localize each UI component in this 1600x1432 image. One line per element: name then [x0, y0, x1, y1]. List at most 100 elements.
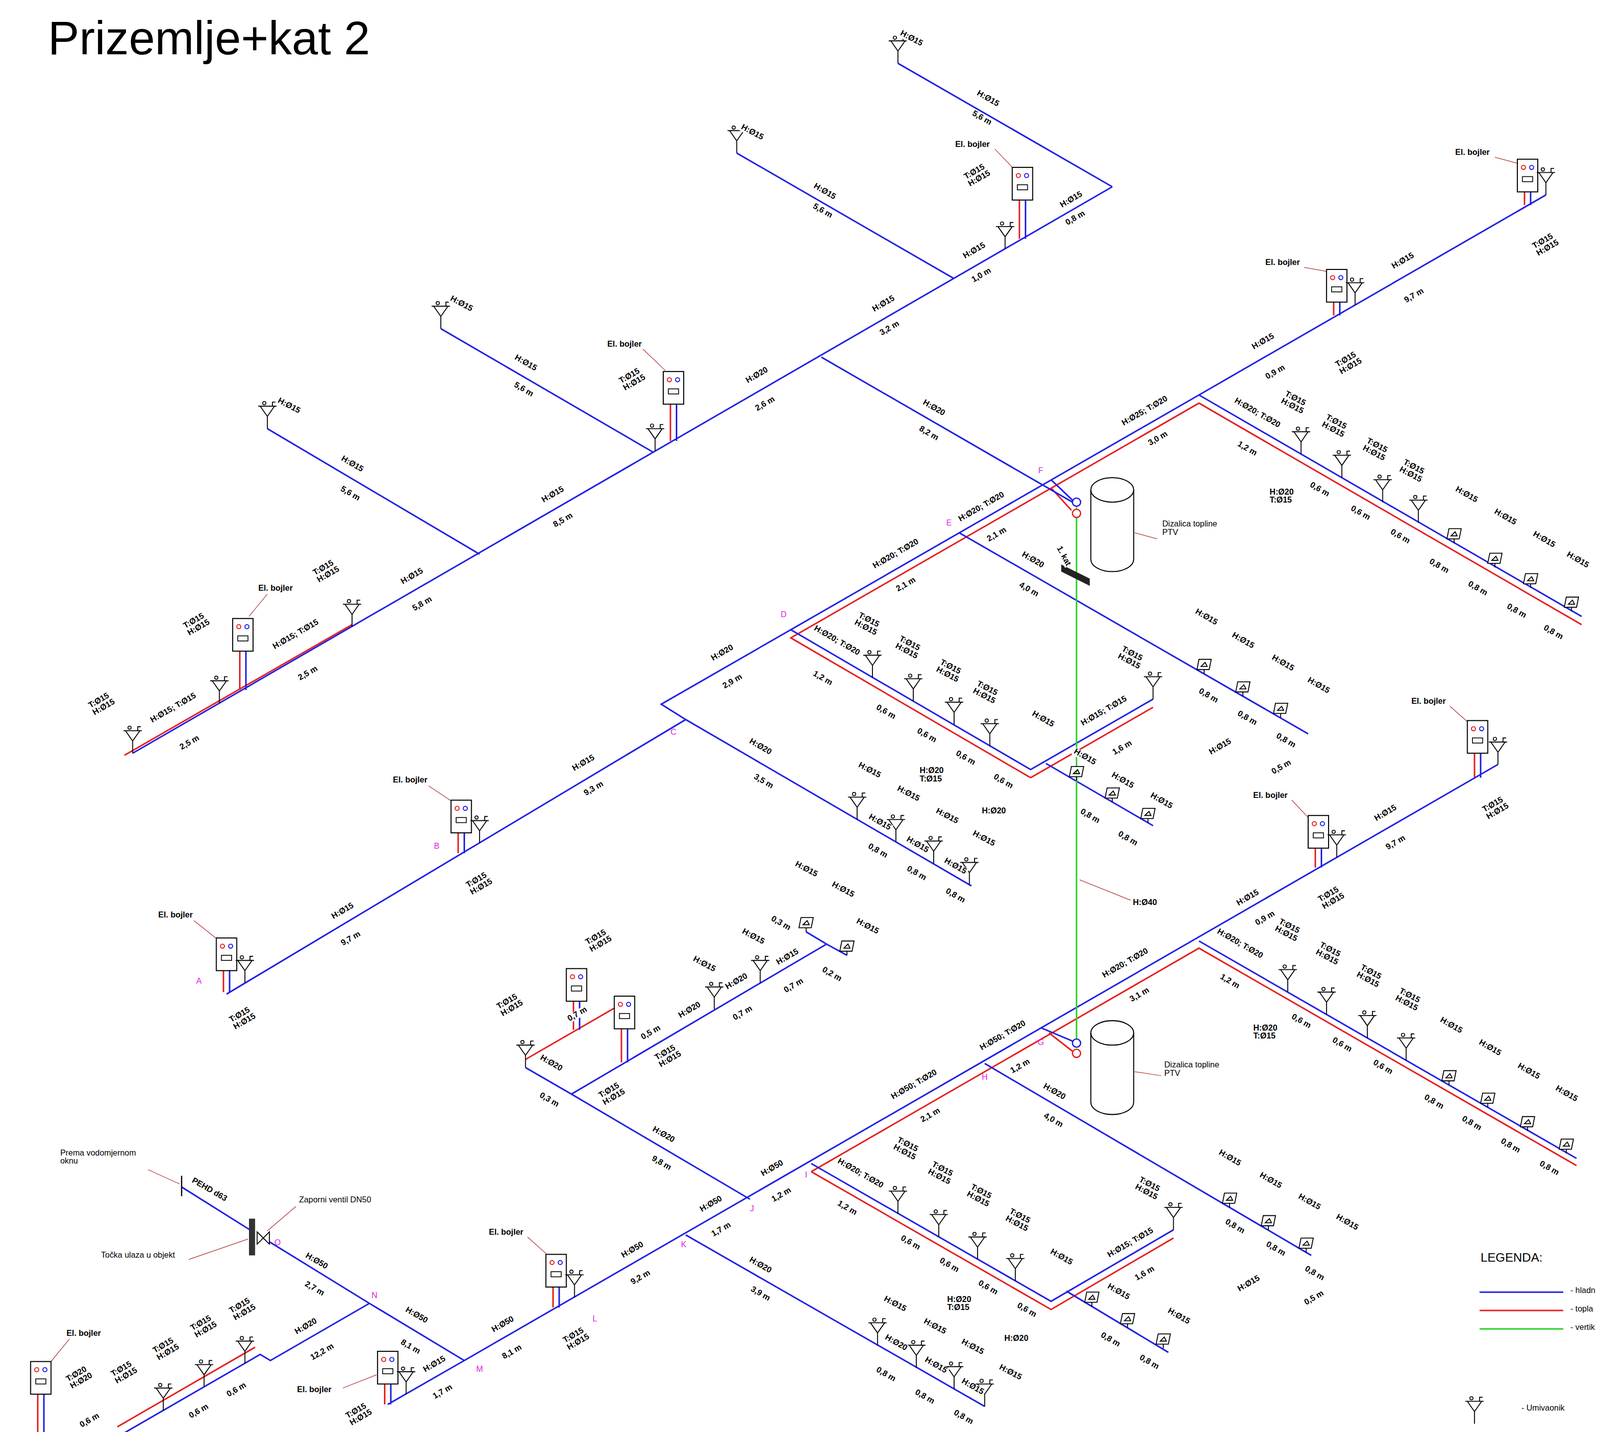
sink-symbol: [907, 1340, 926, 1368]
pipe-label: 0,6 m: [953, 748, 978, 768]
sink-symbol: [980, 718, 999, 746]
note-text: Prema vodomjernom oknu: [59, 1148, 154, 1166]
leader-lines: [50, 148, 1518, 1388]
pipe-label: H:Ø15: [1530, 529, 1558, 550]
fixture-label: T:Ø15 H:Ø15: [188, 1312, 221, 1341]
sink-symbol: [1396, 1033, 1416, 1061]
pipe-label: H:Ø20; T:Ø20: [1214, 926, 1265, 961]
fixture-label: T:Ø15 H:Ø15: [1480, 794, 1512, 823]
pipe-label: H:Ø15: [1304, 675, 1332, 696]
legend-samples: [1479, 1291, 1564, 1329]
fixture-label: H:Ø20 T:Ø15: [918, 766, 945, 784]
point-letter: H: [980, 1073, 989, 1082]
fixture-label: T:Ø15 H:Ø15: [86, 690, 119, 719]
pipe-label: H:Ø15: [1515, 1061, 1543, 1082]
sink-symbol: [848, 792, 867, 820]
pipe-label: H:Ø15: [275, 396, 303, 417]
pipe-label: 9,7 m: [339, 929, 364, 949]
sink-symbol: [210, 675, 229, 704]
pipe-label: H:Ø20: [1003, 1334, 1030, 1344]
pipe-label: H:Ø15: [447, 294, 475, 315]
pipe-label: 0,8 m: [1536, 1158, 1561, 1178]
pipe-label: H:Ø15: [1235, 1273, 1263, 1294]
sink-symbol: [1005, 1253, 1025, 1281]
sink-symbol: [968, 1231, 987, 1260]
point-letter: G: [1036, 1038, 1046, 1048]
pipe-label: H:Ø20: [1019, 549, 1047, 571]
pipe-label: H:Ø15: [854, 916, 881, 937]
wc-symbol: [1140, 808, 1156, 823]
pipe-label: 5,6 m: [511, 380, 536, 400]
note-text: Dizalica topline PTV: [1161, 520, 1227, 538]
pipe-label: H:Ø15: [1552, 1083, 1580, 1105]
note-text: Točka ulaza u objekt: [100, 1250, 177, 1260]
pipe-label: 0,8 m: [1459, 1113, 1484, 1133]
shutoff-valve: [256, 1231, 270, 1244]
pipe-label: 8,1 m: [398, 1337, 423, 1357]
pipe-label: H:Ø15: [1389, 250, 1417, 272]
sink-symbol: [1409, 495, 1428, 523]
pipe-label: H:Ø50: [697, 1193, 725, 1215]
pipe-label: H:Ø15: [338, 454, 366, 475]
pipe-label: 0,6 m: [936, 1255, 961, 1275]
pipe-label: H:Ø20: [981, 806, 1007, 816]
pipe-label: H:Ø15; T:Ø15: [1078, 694, 1129, 729]
pipe-label: H:Ø15: [1476, 1037, 1504, 1059]
point-letter: J: [748, 1205, 755, 1214]
pipe-label: 1. kat: [1054, 543, 1073, 569]
boiler-symbol: [1012, 167, 1033, 201]
pipe-label: El. bojler: [1454, 148, 1491, 158]
pipe-label: H:Ø15: [511, 353, 539, 374]
pipe-label: 3,1 m: [1127, 985, 1152, 1005]
point-letter: D: [779, 611, 788, 620]
fixture-label: T:Ø15 H:Ø15: [227, 1295, 259, 1324]
pipe-label: H:Ø20; T:Ø20: [1100, 946, 1151, 981]
pipe-label: 1,6 m: [1110, 738, 1135, 758]
pipe-label: 9,7 m: [1402, 286, 1427, 306]
fixture-label: T:Ø15 H:Ø15: [970, 679, 1001, 707]
pipe-label: El. bojler: [157, 910, 194, 920]
pipe-label: 0,8 m: [904, 863, 929, 883]
pipe-label: 0,6 m: [990, 772, 1015, 792]
fixture-label: T:Ø15 H:Ø15: [1278, 389, 1310, 417]
pipe-label: 0,5 m: [1302, 1288, 1327, 1308]
wc-symbol: [1487, 553, 1503, 568]
sink-symbol: [705, 982, 724, 1010]
note-text: Dizalica topline PTV: [1163, 1061, 1229, 1079]
pipe-label: H:Ø15: [1216, 1147, 1243, 1169]
pipe-label: El. bojler: [1251, 791, 1289, 801]
sink-symbol: [431, 301, 451, 329]
pipe-label: H:Ø15: [1256, 1170, 1284, 1191]
pipe-label: H:Ø15: [1029, 709, 1057, 730]
sink-symbol: [1488, 737, 1508, 765]
legend-heading: LEGENDA:: [1479, 1250, 1544, 1264]
fixture-label: T:Ø15 H:Ø15: [310, 557, 343, 586]
fixture-label: T:Ø15 H:Ø15: [1114, 644, 1146, 672]
pipe-label: El. bojler: [257, 584, 294, 594]
pipe-label: 0,5 m: [638, 1023, 663, 1043]
boiler-symbol: [451, 800, 472, 834]
sink-symbol: [1278, 964, 1298, 992]
pipe-label: 1,2 m: [835, 1198, 860, 1218]
pipe-label: H:Ø15: [1234, 887, 1262, 909]
pipe-label: H:Ø15: [1165, 1306, 1193, 1327]
pipe-label: H:Ø15: [1372, 803, 1400, 824]
pipe-label: 0,6 m: [224, 1380, 249, 1400]
wc-symbol: [1523, 573, 1538, 589]
boiler-symbol: [30, 1361, 51, 1395]
riser-hot-end: [1072, 509, 1081, 518]
pipe-label: 0,8 m: [1263, 1239, 1288, 1259]
pipe-label: 0,8 m: [1504, 601, 1529, 621]
sink-symbol: [1164, 1202, 1183, 1231]
fixture-label: T:Ø15 H:Ø15: [583, 926, 616, 955]
fixture-label: T:Ø15 H:Ø15: [1396, 457, 1428, 486]
pipe-label: 5,6 m: [969, 109, 994, 128]
pipe-label: H:Ø15: [865, 812, 893, 833]
fixture-label: T:Ø15 H:Ø15: [150, 1335, 183, 1363]
pipe-label: H:Ø20: [746, 736, 774, 757]
pipe-label: H:Ø20; T:Ø20: [1231, 396, 1283, 431]
wc-symbol: [1273, 703, 1288, 718]
fixture-label: T:Ø15 H:Ø15: [227, 1004, 259, 1033]
sink-symbol: [995, 221, 1015, 249]
